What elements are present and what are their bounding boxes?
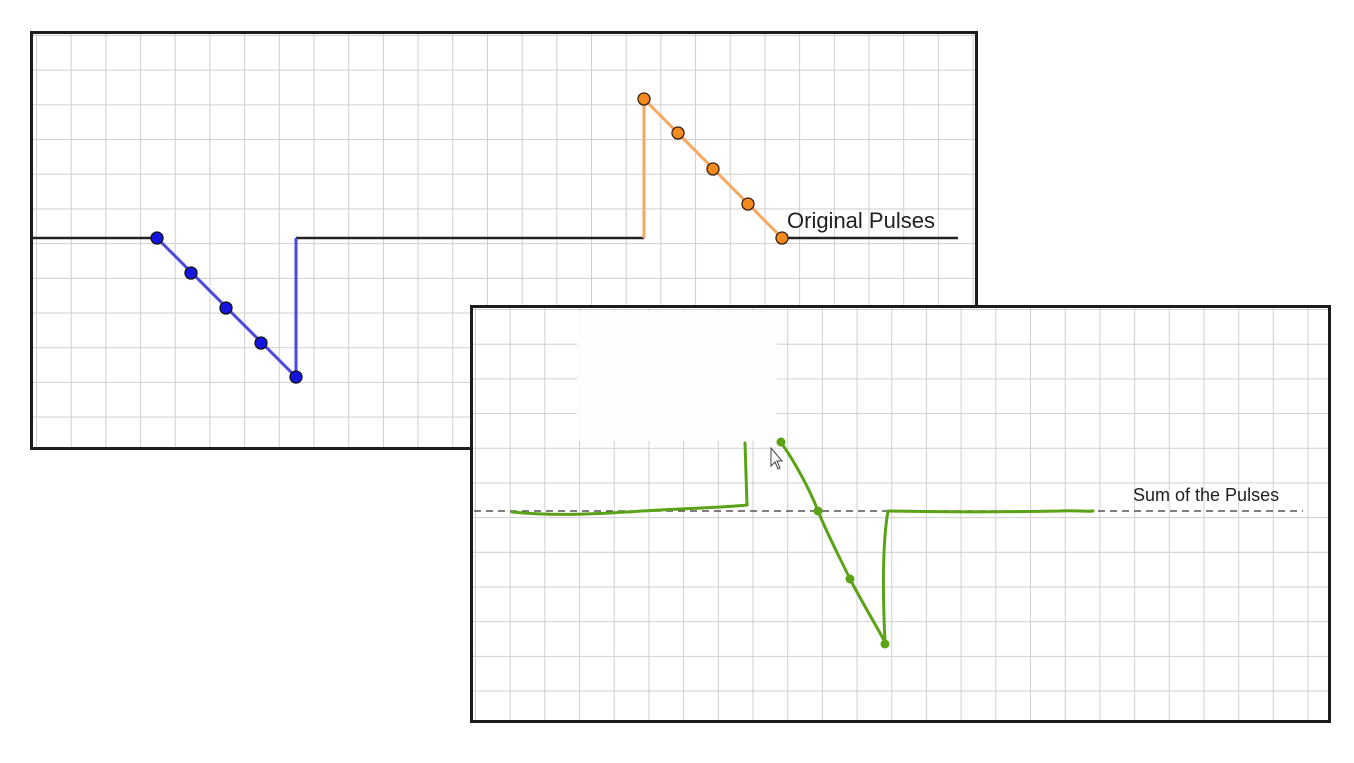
pulse-2-point (706, 162, 720, 176)
original-pulses-panel (30, 31, 978, 450)
pulse-1-point (254, 336, 268, 350)
sum-ramp (778, 439, 887, 644)
pulse-1-point (219, 301, 233, 315)
pulse-2-point (775, 231, 789, 245)
pulse-2-point (637, 92, 651, 106)
pulse-2-point (741, 197, 755, 211)
pulse-2-point (671, 126, 685, 140)
sum-label: Sum of the Pulses (1133, 485, 1280, 505)
sum-flat-left (510, 503, 749, 516)
sum-point (813, 506, 823, 516)
sum-return (881, 509, 890, 644)
original-pulses-label: Original Pulses (787, 208, 935, 233)
sum-point (776, 437, 786, 447)
sum-point (845, 574, 855, 584)
sum-rise (743, 441, 749, 507)
pulse-1-point (150, 231, 164, 245)
blank-patch (577, 311, 777, 441)
mouse-pointer-icon (770, 446, 784, 470)
sum-flat-right (886, 509, 1095, 514)
pulse-1-point (289, 370, 303, 384)
pulse-1-point (184, 266, 198, 280)
sum-point (880, 639, 890, 649)
